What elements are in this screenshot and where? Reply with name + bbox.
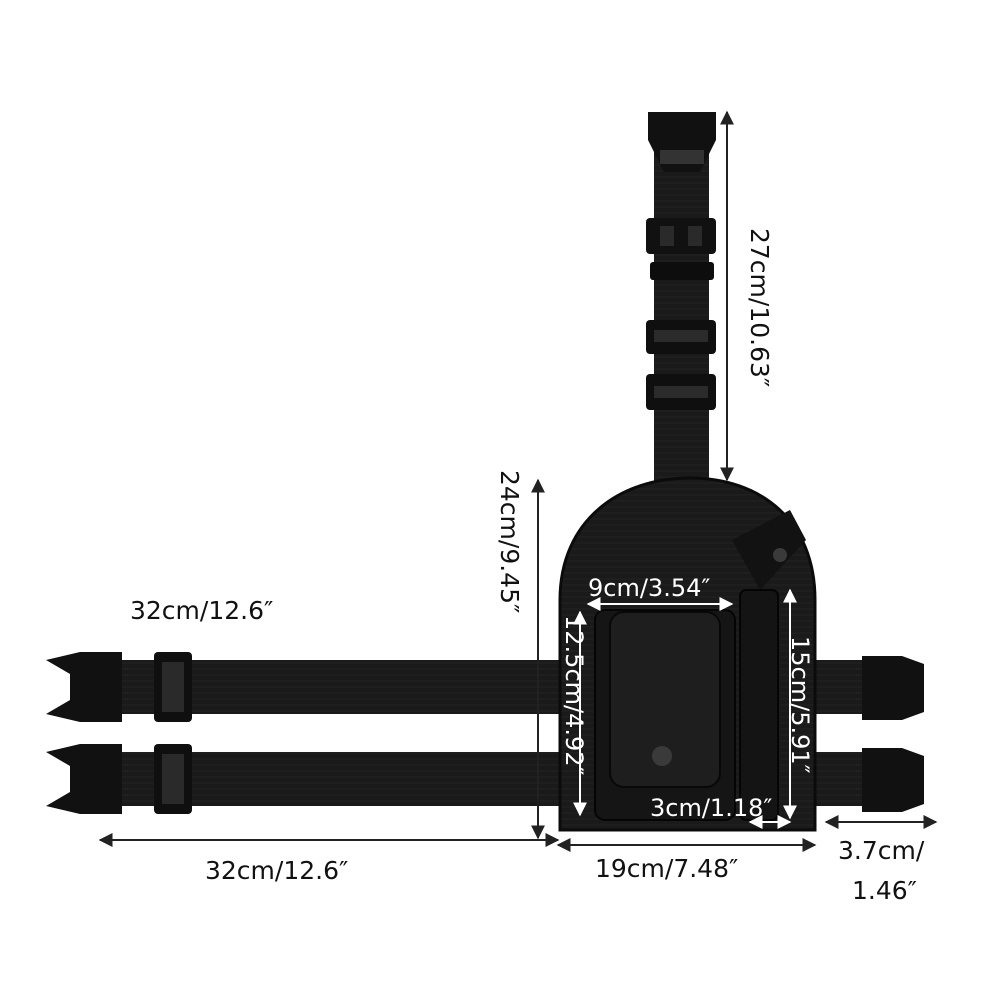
leg-strap-upper bbox=[46, 652, 924, 722]
panel-height-label: 24cm/9.45″ bbox=[495, 470, 524, 614]
pouch-height-label: 12.5cm/4.92″ bbox=[560, 615, 588, 776]
sleeve-height-label: 15cm/5.91″ bbox=[786, 636, 814, 774]
side-sleeve bbox=[739, 589, 779, 821]
strap-width-label-line2: 1.46″ bbox=[852, 876, 918, 905]
panel-width-label: 19cm/7.48″ bbox=[595, 854, 739, 883]
upper-strap-length-label: 32cm/12.6″ bbox=[130, 596, 274, 625]
right-female-buckle-icon bbox=[862, 656, 924, 720]
pouch-snap-icon bbox=[652, 746, 672, 766]
sleeve-width-label: 3cm/1.18″ bbox=[650, 794, 773, 822]
left-male-buckle-icon bbox=[46, 744, 122, 814]
measurement-lines bbox=[98, 110, 938, 852]
left-male-buckle-icon bbox=[46, 652, 122, 722]
top-strap-slider-icon bbox=[646, 218, 716, 254]
retention-flap bbox=[732, 510, 806, 590]
pouch-width-label: 9cm/3.54″ bbox=[588, 574, 711, 602]
top-strap bbox=[646, 112, 716, 490]
top-strap-length-label: 27cm/10.63″ bbox=[745, 228, 774, 388]
magazine-pouch bbox=[594, 609, 736, 821]
lower-strap-length-label: 32cm/12.6″ bbox=[205, 856, 349, 885]
right-female-buckle-icon bbox=[862, 748, 924, 812]
strap-width-label-line1: 3.7cm/ bbox=[838, 836, 925, 865]
snap-button-icon bbox=[773, 548, 787, 562]
leg-strap-lower bbox=[46, 744, 924, 814]
